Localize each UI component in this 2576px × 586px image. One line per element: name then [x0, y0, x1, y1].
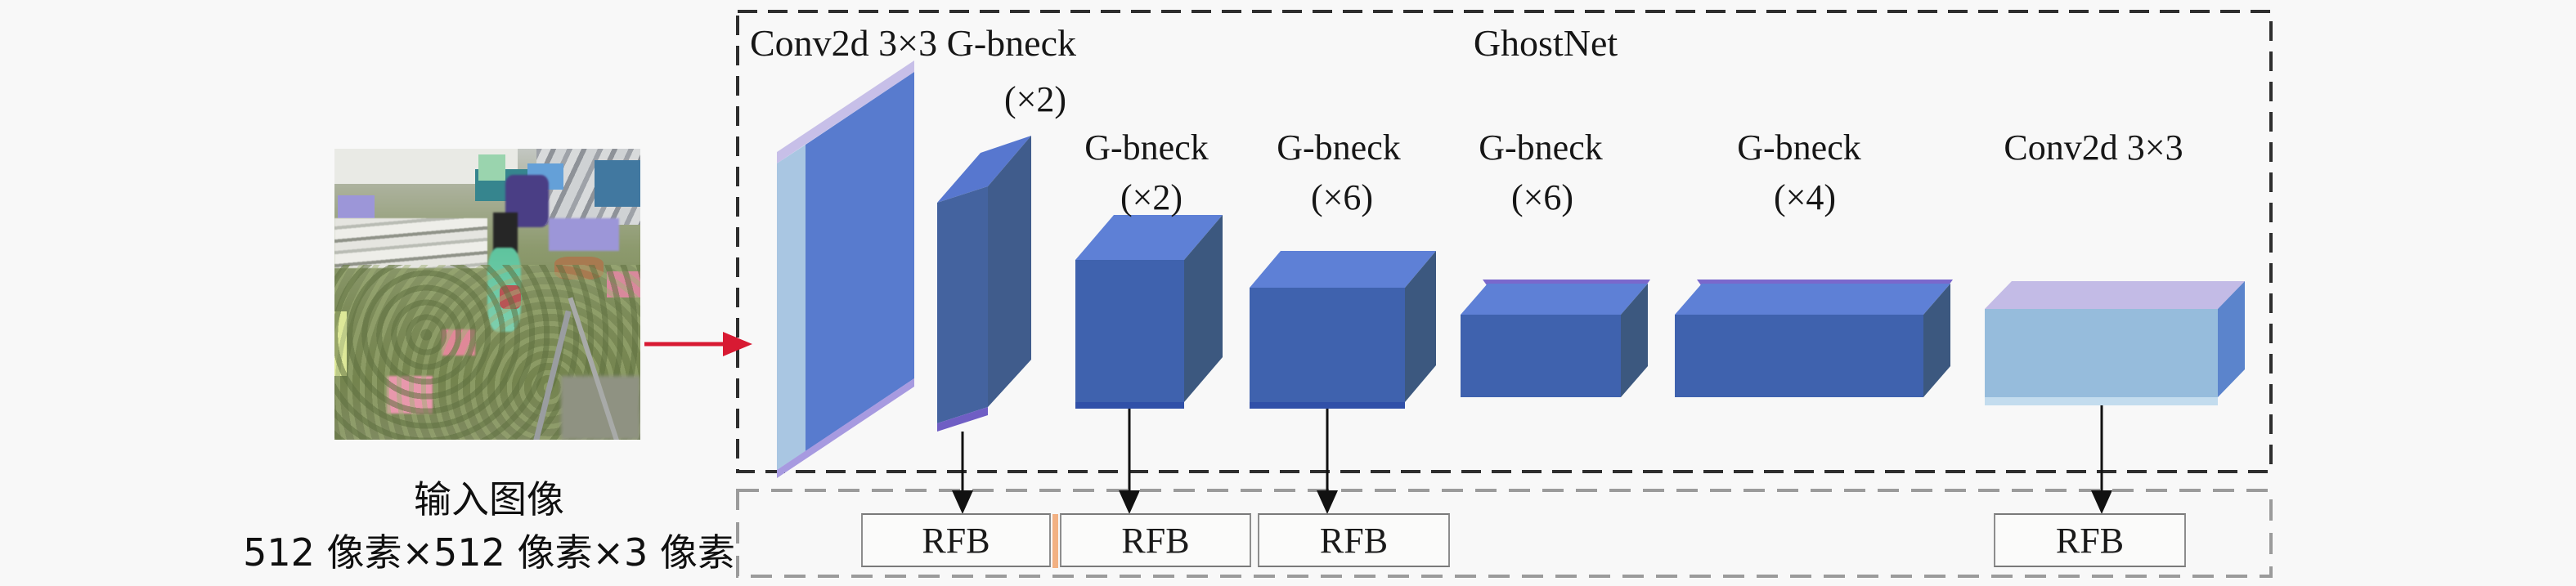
photo-machinery-band	[334, 218, 487, 268]
block-gbneck-stage4	[1461, 280, 1650, 397]
arrow-to-rfb-2	[1119, 409, 1140, 514]
block-gbneck-stage1	[937, 136, 1031, 432]
rfb-orange-divider	[1052, 514, 1058, 568]
rfb-box-1-label: RFB	[922, 520, 990, 561]
label-multiplier-x6: (×6)	[1510, 177, 1574, 217]
block-conv2d-3x3-output	[1985, 281, 2245, 405]
label-gbneck-stage5-visible: G-bneck	[1737, 127, 1861, 168]
input-caption-title: 输入图像	[414, 477, 564, 521]
photo-lavender-left	[337, 195, 375, 219]
label-conv2d-gbneck: Conv2d 3×3 G-bneck	[750, 22, 1076, 64]
rfb-box-4-label: RFB	[2055, 520, 2125, 561]
label-gbneck-stage2: G-bneck	[1084, 127, 1209, 168]
arrow-to-rfb-3	[1317, 409, 1338, 514]
rfb-box-4: RFB	[1994, 513, 2186, 567]
label-conv2d-output: Conv2d 3×3	[2004, 127, 2183, 168]
label-multiplier-x4: (×4)	[1773, 177, 1837, 217]
rfb-box-1: RFB	[861, 513, 1051, 567]
rfb-box-2-label: RFB	[1121, 520, 1190, 561]
arrow-to-rfb-1	[952, 432, 973, 514]
rfb-box-3: RFB	[1258, 513, 1450, 567]
input-arrow	[644, 332, 752, 356]
photo-steelblue-patch	[594, 160, 640, 208]
label-multiplier-stage3: (×6)	[1310, 177, 1374, 217]
rfb-dashed-strip	[736, 489, 2273, 578]
input-caption-size: 512 像素×512 像素×3 像素	[243, 530, 735, 575]
arrow-to-rfb-4	[2091, 405, 2112, 514]
backbone-dashed-box	[736, 10, 2273, 473]
label-stage1-multiplier: (×2)	[1003, 79, 1067, 119]
block-conv2d-3x3-input	[777, 60, 914, 478]
label-gbneck-stage4: G-bneck	[1479, 127, 1603, 168]
photo-mint-patch	[478, 154, 506, 181]
rfb-box-3-label: RFB	[1319, 520, 1389, 561]
label-ghostnet-title: GhostNet	[1473, 22, 1618, 64]
block-gbneck-stage3	[1250, 251, 1436, 409]
photo-person-dark	[493, 212, 518, 254]
label-gbneck-stage3: G-bneck	[1277, 127, 1401, 168]
label-multiplier-stage2: (×2)	[1120, 177, 1183, 217]
input-photo	[334, 149, 640, 440]
rfb-box-2: RFB	[1060, 513, 1251, 567]
photo-lavender-right	[548, 218, 619, 251]
block-gbneck-stage5	[1675, 280, 1953, 397]
block-gbneck-stage2	[1075, 215, 1223, 409]
